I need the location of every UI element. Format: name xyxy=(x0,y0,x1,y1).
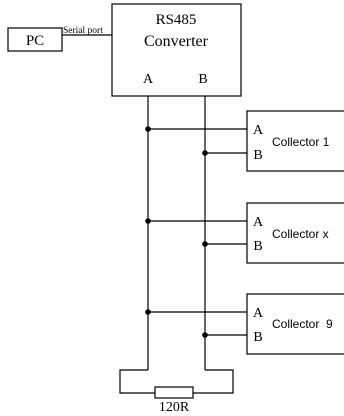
collector-9-junction-a xyxy=(145,309,151,315)
collector-1-junction-a xyxy=(145,126,151,132)
rs485-converter-box: RS485 Converter A B xyxy=(111,3,242,97)
converter-pin-a: A xyxy=(143,72,154,87)
collector-9: A B Collector 9 xyxy=(145,293,344,355)
collector-x-junction-a xyxy=(145,218,151,224)
pc-box: PC xyxy=(7,27,63,52)
collector-1: A B Collector 1 xyxy=(145,110,344,172)
collector-9-box xyxy=(246,293,344,355)
terminator-wire xyxy=(119,369,155,394)
serial-port-label: Serial port xyxy=(63,26,103,36)
pc-label: PC xyxy=(26,33,44,49)
collector-9-label: Collector 9 xyxy=(272,317,333,331)
collector-1-box xyxy=(246,110,344,172)
converter-title: RS485 xyxy=(156,12,197,28)
collector-x-box xyxy=(246,202,344,264)
collector-1-pin-a: A xyxy=(253,123,264,138)
collector-x-pin-a: A xyxy=(253,215,264,230)
collector-x-label: Collector x xyxy=(272,227,329,241)
collector-9-pin-a: A xyxy=(253,306,264,321)
collector-x: A B Collector x xyxy=(145,202,344,264)
collector-x-junction-b xyxy=(202,241,208,247)
terminator-wire-right xyxy=(193,369,234,394)
collector-9-junction-b xyxy=(202,332,208,338)
converter-subtitle: Converter xyxy=(144,33,209,50)
terminator: 120R xyxy=(119,369,234,415)
collector-1-label: Collector 1 xyxy=(272,135,330,149)
collector-x-pin-b: B xyxy=(253,239,262,254)
converter-pin-b: B xyxy=(198,72,207,87)
resistor-symbol xyxy=(154,386,194,399)
collector-1-junction-b xyxy=(202,150,208,156)
collector-1-pin-b: B xyxy=(253,148,262,163)
collector-9-pin-b: B xyxy=(253,330,262,345)
resistor-label: 120R xyxy=(159,400,190,415)
